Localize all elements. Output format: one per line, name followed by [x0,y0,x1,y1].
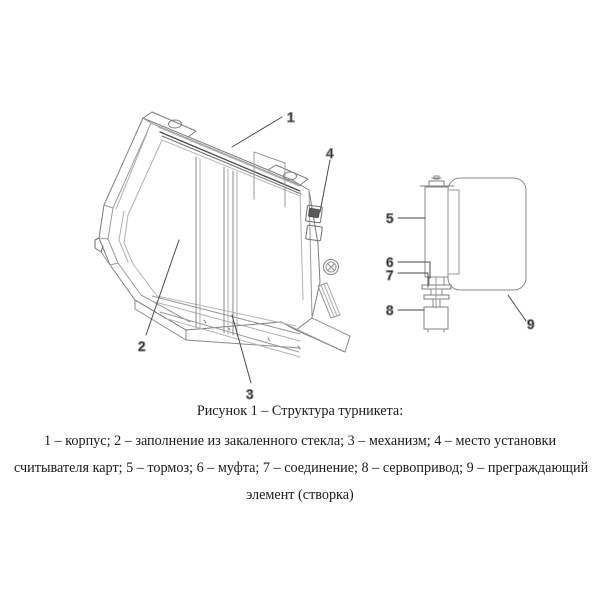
frame-corner-top-right [267,164,309,186]
leader-line-3 [231,314,252,384]
callout-label-2: 2 [138,339,146,354]
servo-drive [423,306,449,333]
leader-line-7 [397,272,429,288]
glass-fill-panel [123,139,301,327]
frame-corner-top-left [142,111,197,138]
leader-line-6 [397,261,431,279]
figure-legend: 1 – корпус; 2 – заполнение из закаленног… [0,428,600,509]
rear-bracket [253,151,286,208]
barrier-flap-panel [447,177,527,291]
callout-label-9: 9 [527,317,535,332]
legend-line-3: элемент (створка) [246,487,354,503]
card-reader-panel [305,204,323,242]
callout-leaders-left [145,116,331,384]
mechanism-detail-group [419,175,527,333]
turnstile-body-group [94,111,351,358]
brake-top-cap [419,175,455,187]
frame-bottom-rail [134,294,301,358]
callout-label-7: 7 [386,268,394,283]
leader-line-1 [231,116,283,148]
vent-grille-icon [317,282,341,319]
callout-label-8: 8 [386,303,394,318]
legend-line-1: 1 – корпус; 2 – заполнение из закаленног… [43,433,557,449]
callout-label-6: 6 [386,255,394,270]
leader-line-9 [507,294,527,322]
callout-leaders-right [397,217,527,322]
frame-right-post [280,179,321,331]
frame-top-rail [142,117,302,195]
bottom-rail-ticks [203,319,301,350]
callout-label-5: 5 [386,211,394,226]
frame-inner-recess [115,132,148,263]
leader-line-2 [145,239,180,336]
drawing-defaults: 1 2 3 4 5 6 7 8 9 [94,110,536,403]
glass-mullion-posts [195,156,238,337]
callout-label-1: 1 [287,110,295,125]
figure-caption-block: Рисунок 1 – Структура турникета: 1 – кор… [0,398,600,509]
frame-outer-left [98,117,187,331]
figure-caption-title: Рисунок 1 – Структура турникета: [196,403,404,419]
callout-labels: 1 2 3 4 5 6 7 8 9 [138,110,536,403]
legend-line-2: считывателя карт; 5 – тормоз; 6 – муфта;… [14,460,589,476]
leader-line-4 [319,159,331,213]
frame-left-endcap [94,237,111,266]
callout-label-3: 3 [246,387,254,402]
frame-bottom-right [280,317,351,353]
callout-label-4: 4 [326,146,334,161]
brand-emblem-icon [323,259,339,275]
